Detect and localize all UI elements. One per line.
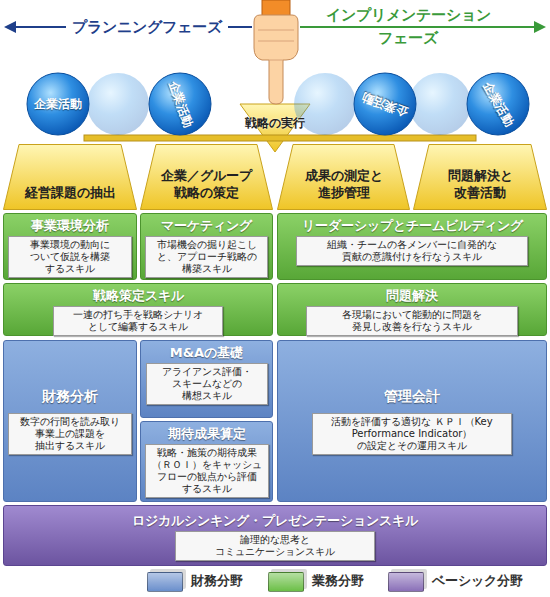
phase-arrow-head (534, 21, 546, 33)
phase-arrow-head (4, 21, 16, 33)
skill-description: 市場機会の掘り起こし と、アプローチ戦略の 構築スキル (145, 236, 268, 278)
phase-trapezoid: 成果の測定と 進捗管理 (277, 144, 410, 210)
trapezoid-shape (278, 145, 410, 210)
business-skill-panel: マーケティング市場機会の掘り起こし と、アプローチ戦略の 構築スキル (140, 213, 273, 280)
skill-heading: 管理会計 (384, 388, 440, 405)
activity-ball: 企業活動 (353, 72, 417, 136)
finance-skill-panel: 管理会計活動を評価する適切な ＫＰＩ（Key Performance Indic… (277, 340, 547, 502)
ball-circle (354, 73, 416, 135)
skill-description: 各現場において能動的に問題を 発見し改善を行なうスキル (306, 306, 518, 336)
phase-title: 企業／グループ 戦略の策定 (159, 167, 255, 201)
activity-ball: 企業活動 (466, 72, 530, 136)
ball-circle (27, 73, 89, 135)
skill-description: 一連の打ち手を戦略シナリオ として編纂するスキル (53, 306, 223, 336)
business-skill-panel: リーダーシップとチームビルディング組織・チームの各メンバーに自発的な 貢献の意識… (277, 213, 547, 280)
trapezoid-outline (3, 144, 137, 210)
finance-skill-panel: M&Aの基礎アライアンス評価・ スキームなどの 構想スキル (140, 340, 273, 418)
skill-heading: マーケティング (161, 217, 252, 234)
legend-label: 財務分野 (191, 572, 243, 590)
phase-arrow-line (300, 26, 536, 28)
pointing-hand (254, 15, 298, 104)
legend-label: 業務分野 (312, 572, 364, 590)
business-skill-panel: 戦略策定スキル一連の打ち手を戦略シナリオ として編纂するスキル (3, 283, 273, 336)
seesaw-bar (84, 135, 476, 141)
basic-skill-band: ロジカルシンキング・プレゼンテーションスキル論理的な思考と コミュニケーションス… (3, 505, 547, 566)
execution-label: 戦略の実行 (230, 116, 320, 131)
skill-heading: 問題解決 (386, 287, 438, 304)
skill-description: 組織・チームの各メンバーに自発的な 貢献の意識付けを行なうスキル (296, 236, 528, 266)
skill-description: 活動を評価する適切な ＫＰＩ（Key Performance Indicator… (312, 413, 512, 455)
finance-skill-panel: 期待成果算定戦略・施策の期待成果 （ＲＯＩ）をキャッシュ フローの観点から評価 … (140, 421, 273, 502)
phase-title: 成果の測定と 進捗管理 (302, 167, 386, 201)
hand-knuckles (258, 30, 294, 60)
business-skill-panel: 事業環境分析事業環境の動向に ついて仮説を構築 するスキル (3, 213, 137, 280)
phase-title: 経営課題の抽出 (15, 184, 125, 201)
skill-heading: ロジカルシンキング・プレゼンテーションスキル (132, 512, 418, 529)
trapezoid-shape (141, 145, 273, 210)
skill-description: 事業環境の動向に ついて仮説を構築 するスキル (8, 236, 132, 278)
phase-trapezoid: 問題解決と 改善活動 (413, 144, 547, 210)
skill-heading: 事業環境分析 (31, 217, 109, 234)
phase-trapezoid: 経営課題の抽出 (3, 144, 137, 210)
legend-swatch (268, 572, 304, 592)
skill-description: 論理的な思考と コミュニケーションスキル (175, 531, 375, 561)
legend-label: ベーシック分野 (432, 572, 523, 590)
motion-ball (87, 73, 149, 135)
skill-description: アライアンス評価・ スキームなどの 構想スキル (146, 363, 268, 405)
skill-heading: 財務分析 (42, 388, 98, 405)
legend-swatch (388, 572, 424, 592)
hand-sleeve (262, 0, 290, 16)
skill-heading: 期待成果算定 (168, 425, 246, 442)
ball-circle (149, 73, 211, 135)
phase-trapezoid: 企業／グループ 戦略の策定 (140, 144, 273, 210)
skill-description: 数字の行間を読み取り 事業上の課題を 抽出するスキル (8, 413, 132, 455)
finance-skill-panel: 財務分析数字の行間を読み取り 事業上の課題を 抽出するスキル (3, 340, 137, 502)
activity-ball: 企業活動 (148, 72, 212, 136)
legend-swatch (147, 572, 183, 592)
skill-heading: リーダーシップとチームビルディング (302, 217, 523, 234)
skill-heading: M&Aの基礎 (170, 344, 243, 361)
phase-label: インプリメンテーション フェーズ (318, 4, 498, 50)
business-skill-panel: 問題解決各現場において能動的に問題を 発見し改善を行なうスキル (277, 283, 547, 336)
motion-ball (409, 73, 471, 135)
skill-heading: 戦略策定スキル (93, 287, 184, 304)
phase-label: プランニングフェーズ (66, 17, 228, 37)
ball-label: 企業活動 (34, 96, 82, 113)
phase-title: 問題解決と 改善活動 (445, 167, 515, 201)
ball-circle (467, 73, 529, 135)
activity-ball: 企業活動 (26, 72, 90, 136)
trapezoid-shape (414, 145, 547, 210)
skill-description: 戦略・施策の期待成果 （ＲＯＩ）をキャッシュ フローの観点から評価 するスキル (145, 444, 269, 498)
trapezoid-shape (4, 145, 137, 210)
